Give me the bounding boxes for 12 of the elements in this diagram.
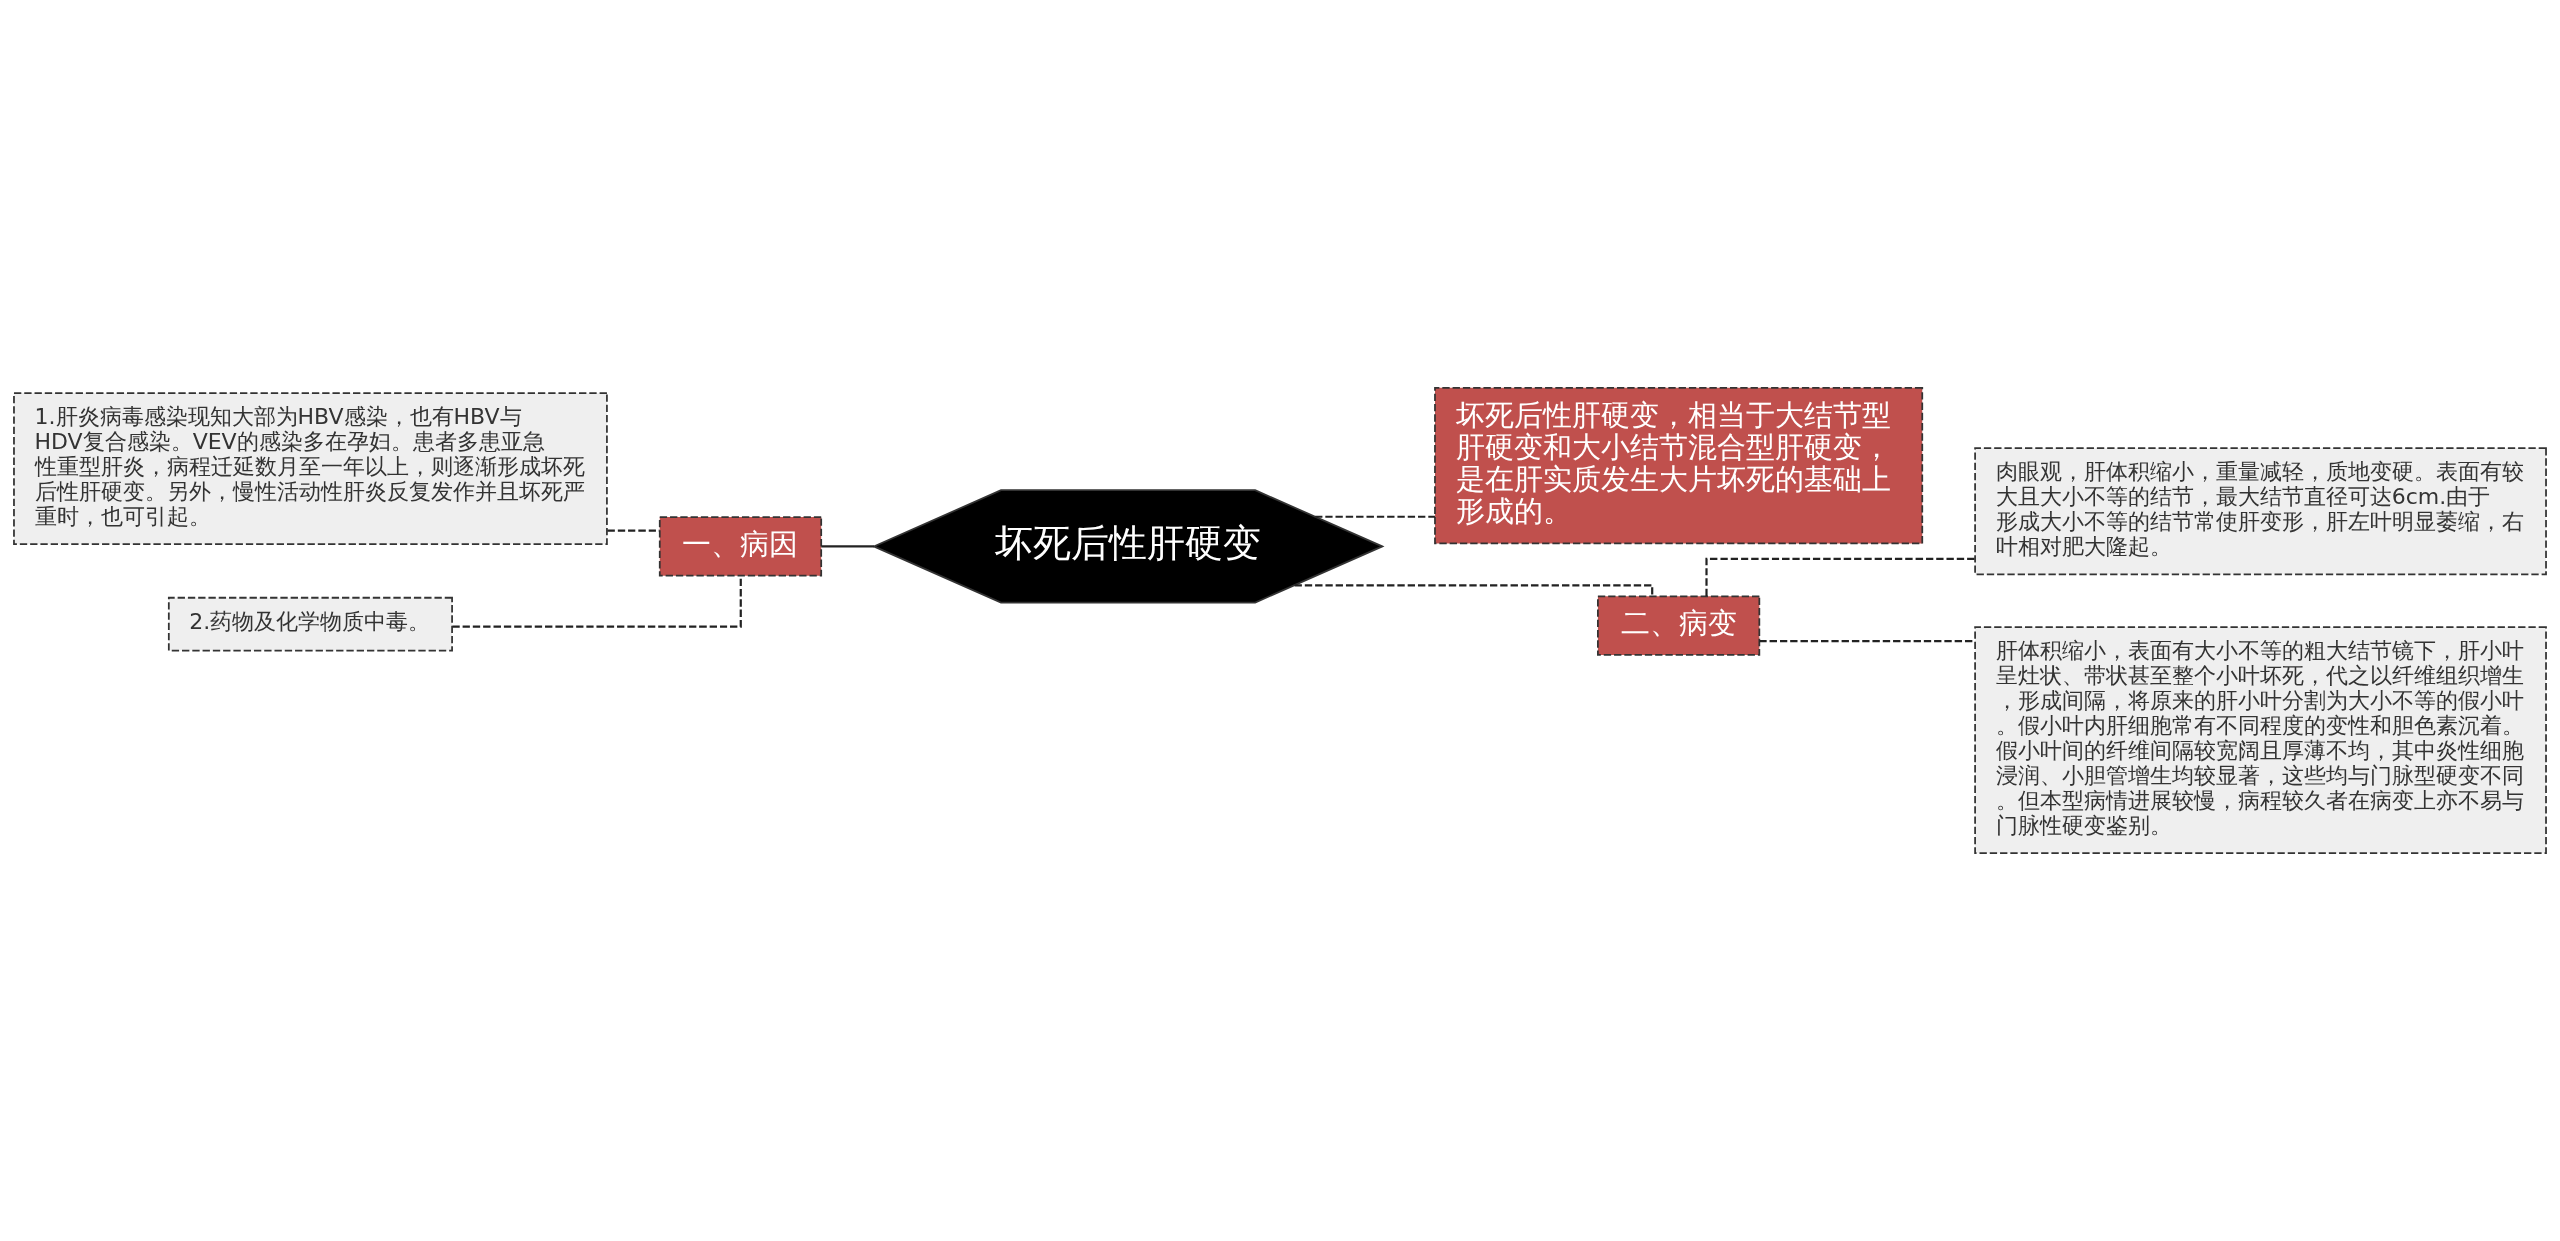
connector [1294,584,1654,596]
connector [1705,557,1975,597]
connector [1759,639,1975,643]
node-box: 1.肝炎病毒感染现知大部为HBV感染，也有HBV与HDV复合感染。VEV的感染多在孕妇。患者多患亚急性重型肝炎，病程迁延数月至一年以上，则逐渐形成坏死后性肝硬变。另外，慢性活动性肝炎反复发作并且坏死严重时，也可引起。 [13,392,608,546]
node-box: 一、病因 [658,516,823,577]
node-box: 2.药物及化学物质中毒。 [167,596,453,652]
connector [1315,515,1435,518]
connector [821,545,874,548]
node-box: 肉眼观，肝体积缩小，重量减轻，质地变硬。表面有较大且大小不等的结节，最大结节直径可达6cm.由于形成大小不等的结节常使肝变形，肝左叶明显萎缩，右叶相对肥大隆起。 [1974,447,2547,576]
node-box: 肝体积缩小，表面有大小不等的粗大结节镜下，肝小叶呈灶状、带状甚至整个小叶坏死，代之以纤维组织增生，形成间隔，将原来的肝小叶分割为大小不等的假小叶。假小叶内肝细胞常有不同程度的变性和胆色素沉着。假小叶间的纤维间隔较宽阔且厚薄不均，其中炎性细胞浸润、小胆管增生均较显著，这些均与门脉型硬变不同。但本型病情进展较慢，病程较久者在病变上亦不易与门脉性硬变鉴别。 [1974,626,2547,854]
node-box: 坏死后性肝硬变，相当于大结节型肝硬变和大小结节混合型肝硬变，是在肝实质发生大片坏死的基础上形成的。 [1434,387,1924,545]
node-box: 二、病变 [1597,595,1761,656]
